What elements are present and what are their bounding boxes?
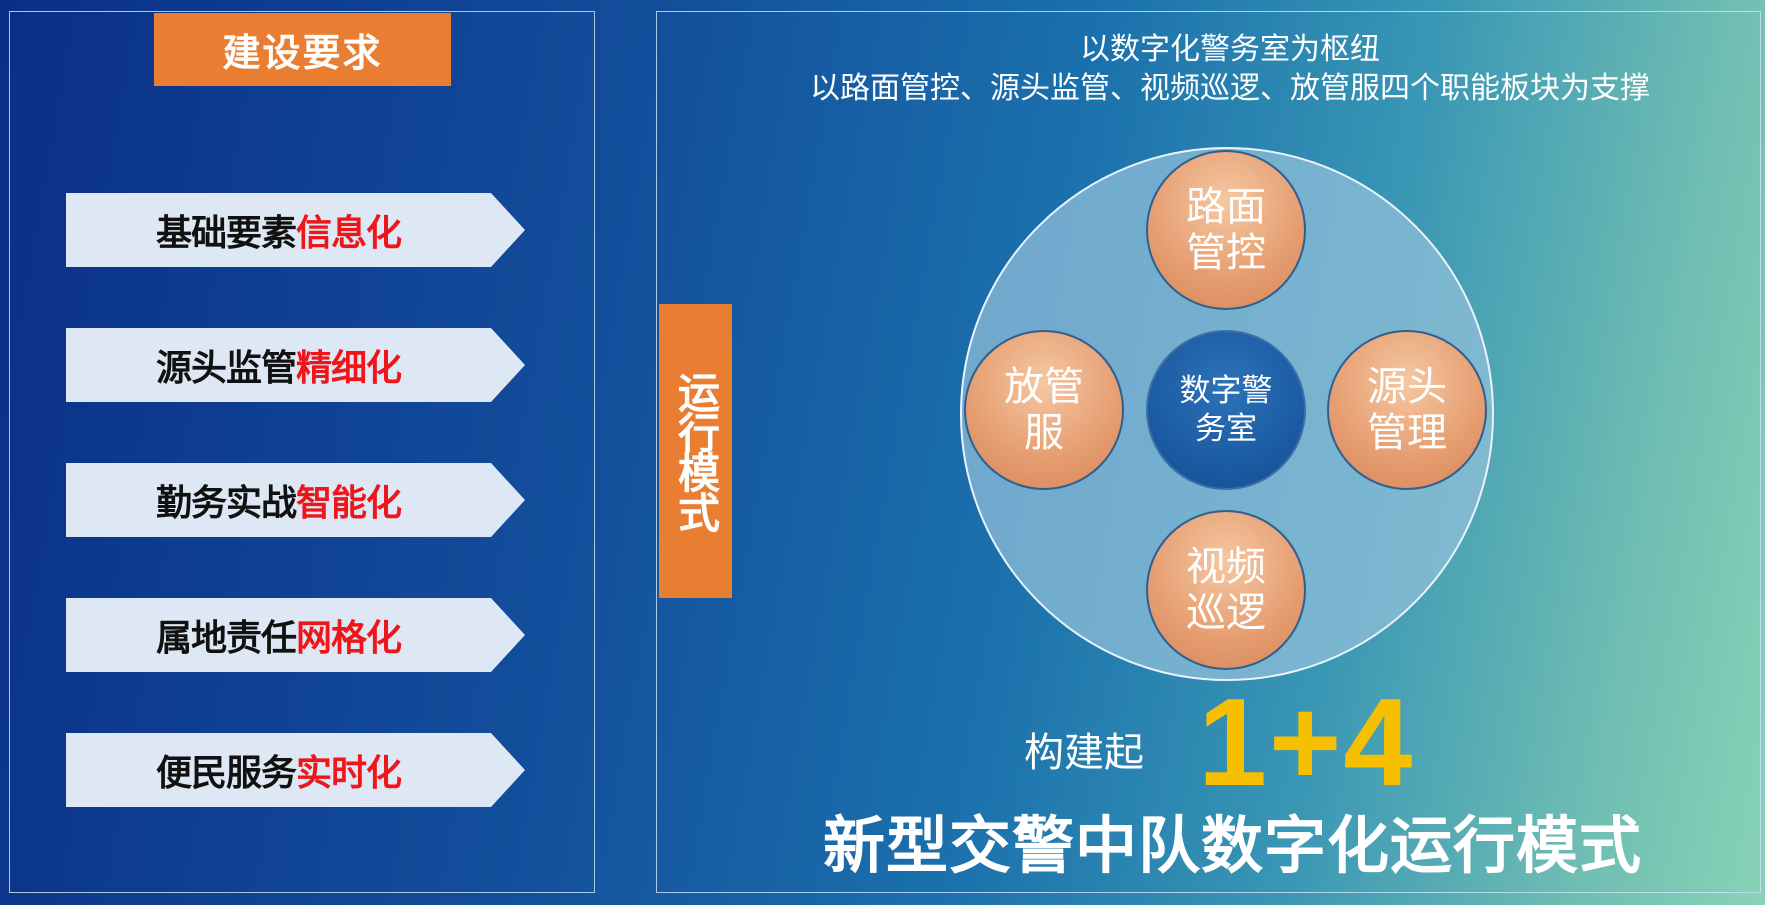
requirement-arrow-4: 属地责任网格化 — [66, 598, 525, 672]
left-panel — [9, 11, 595, 893]
requirement-prefix: 勤务实战 — [155, 483, 297, 524]
node-source-management: 源头管理 — [1327, 330, 1487, 490]
main-title: 新型交警中队数字化运行模式 — [822, 809, 1642, 882]
right-panel — [656, 11, 1761, 893]
requirement-prefix: 便民服务 — [155, 753, 297, 794]
requirement-highlight: 实时化 — [296, 753, 402, 794]
node-digital-police-office: 数字警务室 — [1146, 330, 1306, 490]
requirement-highlight: 精细化 — [296, 348, 402, 389]
node-road-control: 路面管控 — [1146, 150, 1306, 310]
operation-mode-label: 运行模式 — [671, 371, 721, 531]
formula-1-plus-4: 1+4 — [1198, 674, 1415, 812]
requirement-arrow-1: 基础要素信息化 — [66, 193, 525, 267]
requirement-arrow-2: 源头监管精细化 — [66, 328, 525, 402]
requirement-prefix: 属地责任 — [155, 618, 297, 659]
subtitle-line-1: 以数字化警务室为枢纽 — [1080, 32, 1380, 67]
subtitle: 以数字化警务室为枢纽 以路面管控、源头监管、视频巡逻、放管服四个职能板块为支撑 — [700, 30, 1760, 108]
requirement-prefix: 基础要素 — [155, 213, 297, 254]
requirement-highlight: 网格化 — [296, 618, 402, 659]
operation-mode-tag: 运行模式 — [659, 304, 732, 598]
build-label: 构建起 — [1024, 730, 1144, 776]
requirement-highlight: 智能化 — [296, 483, 402, 524]
requirements-title: 建设要求 — [154, 13, 451, 86]
node-video-patrol: 视频巡逻 — [1146, 510, 1306, 670]
node-delegation-service: 放管服 — [964, 330, 1124, 490]
subtitle-line-2: 以路面管控、源头监管、视频巡逻、放管服四个职能板块为支撑 — [810, 71, 1650, 106]
requirement-arrow-3: 勤务实战智能化 — [66, 463, 525, 537]
requirement-highlight: 信息化 — [296, 213, 402, 254]
requirement-arrow-5: 便民服务实时化 — [66, 733, 525, 807]
requirement-prefix: 源头监管 — [155, 348, 297, 389]
